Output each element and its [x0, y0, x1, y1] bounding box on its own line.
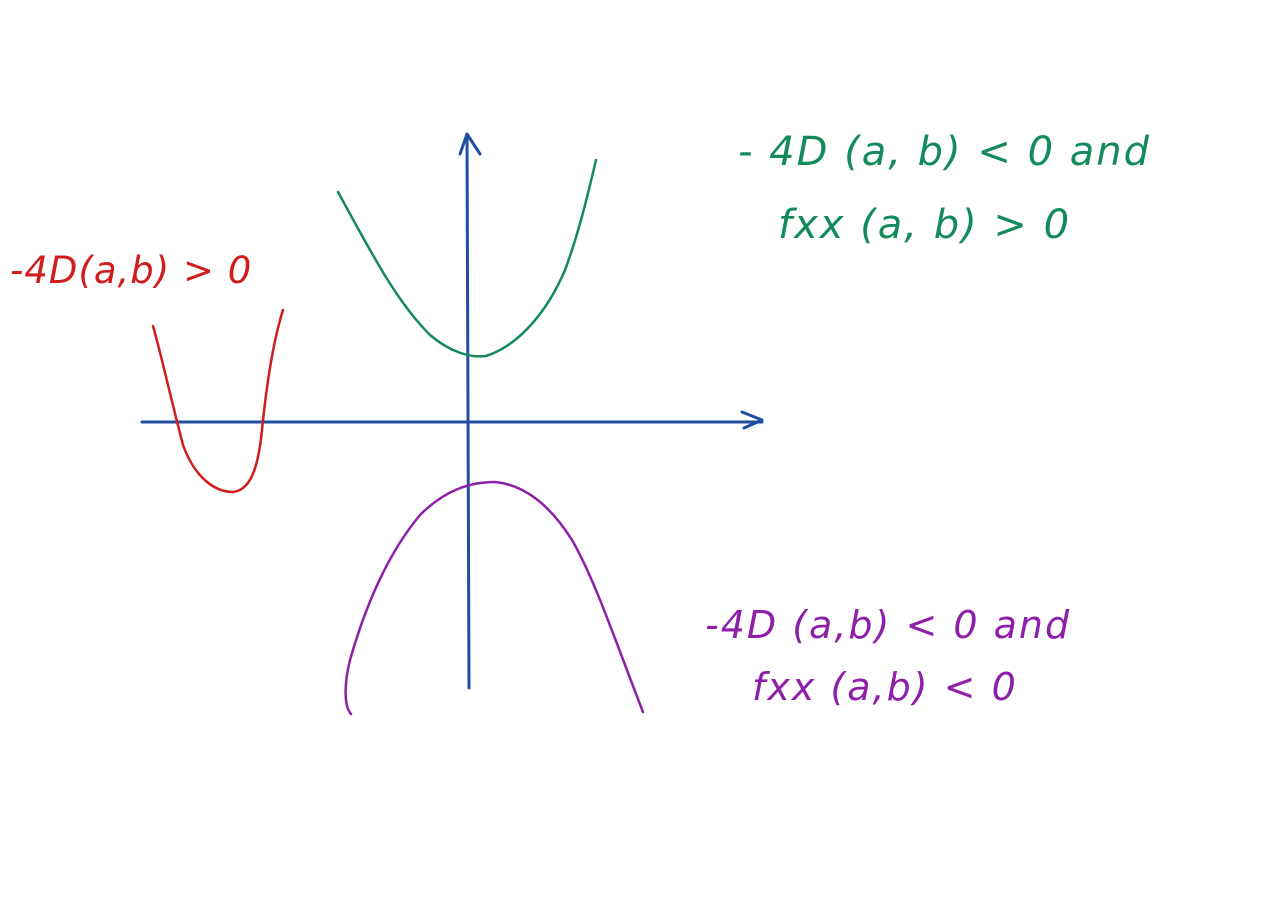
purple-label-line-2: fxx (a,b) < 0	[752, 665, 1018, 709]
red-label: -4D(a,b) > 0	[10, 249, 252, 292]
x-axis-arrowhead	[740, 410, 764, 430]
y-axis	[465, 132, 471, 690]
y-axis-arrowhead	[458, 132, 482, 156]
purple-label: -4D (a,b) < 0 and fxx (a,b) < 0	[705, 603, 1071, 709]
red-parabola-crossing-axis	[151, 308, 285, 494]
green-label: - 4D (a, b) < 0 and fxx (a, b) > 0	[738, 129, 1151, 248]
purple-label-line-1: -4D (a,b) < 0 and	[705, 603, 1071, 647]
coordinate-axes	[140, 132, 764, 690]
green-upward-parabola	[336, 158, 598, 358]
green-label-line-1: - 4D (a, b) < 0 and	[738, 129, 1151, 175]
green-label-line-2: fxx (a, b) > 0	[778, 202, 1071, 248]
purple-downward-parabola	[344, 480, 645, 716]
